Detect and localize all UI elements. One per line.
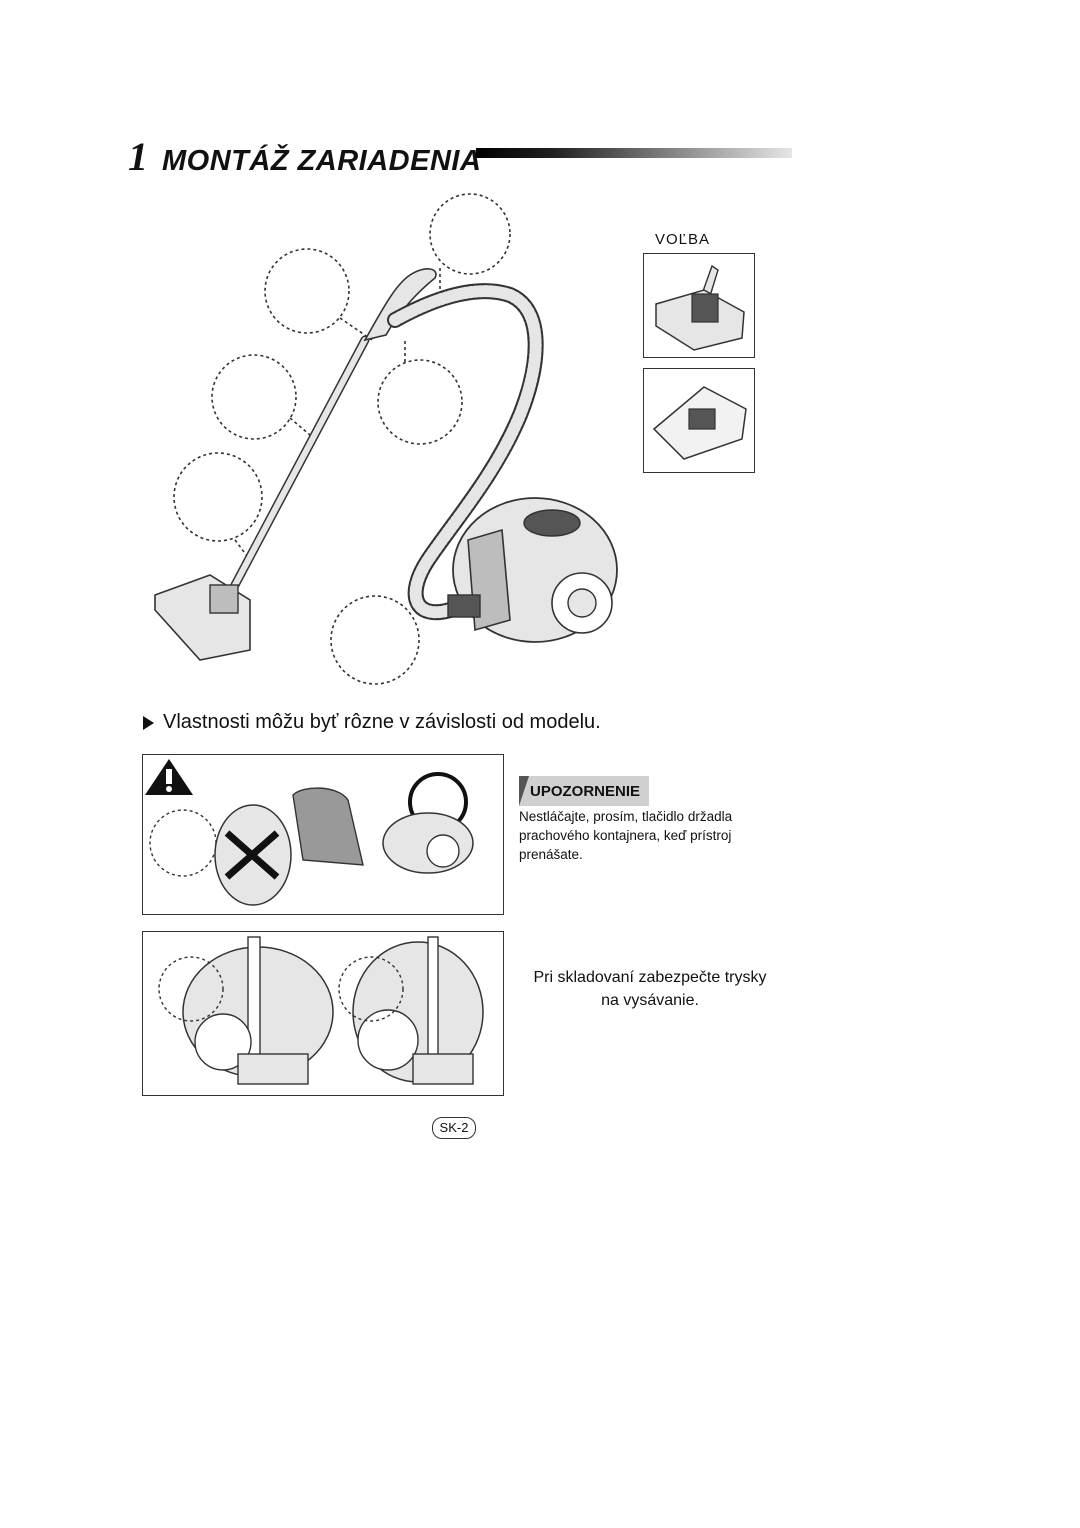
- option-box-turbo-brush: [643, 253, 755, 358]
- caution-tag-shape: [519, 776, 649, 806]
- storage-line: Pri skladovaní zabezpečte trysky: [533, 969, 767, 986]
- callout-hose-connection: [330, 595, 420, 685]
- section-number: 1: [128, 134, 148, 179]
- caution-line: prenášate.: [519, 847, 583, 862]
- caution-line: Nestláčajte, prosím, tlačidlo držadla: [519, 809, 733, 824]
- storage-text: Pri skladovaní zabezpečte trysky na vysá…: [515, 966, 785, 1012]
- callout-telescopic-tube: [211, 354, 297, 440]
- section-heading: 1 MONTÁŽ ZARIADENIA: [128, 133, 481, 179]
- section-title: MONTÁŽ ZARIADENIA: [162, 145, 482, 177]
- options-label: VOĽBA: [655, 231, 711, 248]
- storage-illustration-panel: [142, 931, 504, 1096]
- heading-gradient-bar: [476, 148, 792, 158]
- vacuum-assembly-illustration: [154, 193, 618, 685]
- model-variation-text: Vlastnosti môžu byť rôzne v závislosti o…: [163, 711, 601, 733]
- bullet-arrow-icon: [143, 715, 154, 730]
- caution-illustration-panel: [142, 754, 504, 915]
- turbo-brush-icon: [655, 264, 745, 351]
- caution-title: UPOZORNENIE: [530, 783, 641, 800]
- page-number: SK-2: [432, 1117, 476, 1139]
- storage-illustration: [158, 936, 484, 1085]
- callout-hose-end: [429, 193, 511, 275]
- caution-text: Nestláčajte, prosím, tlačidlo držadla pr…: [519, 807, 764, 864]
- dust-bag-icon: [652, 386, 747, 460]
- callout-battery: [377, 359, 463, 445]
- carrying-illustration: [145, 759, 474, 906]
- caution-line: prachového kontajnera, keď prístroj: [519, 828, 732, 843]
- callout-hose-handle: [264, 248, 350, 334]
- callout-tube-connection: [173, 452, 263, 542]
- model-variation-note: Vlastnosti môžu byť rôzne v závislosti o…: [143, 711, 601, 734]
- option-box-dust-bag: [643, 368, 755, 473]
- storage-line: na vysávanie.: [601, 992, 699, 1009]
